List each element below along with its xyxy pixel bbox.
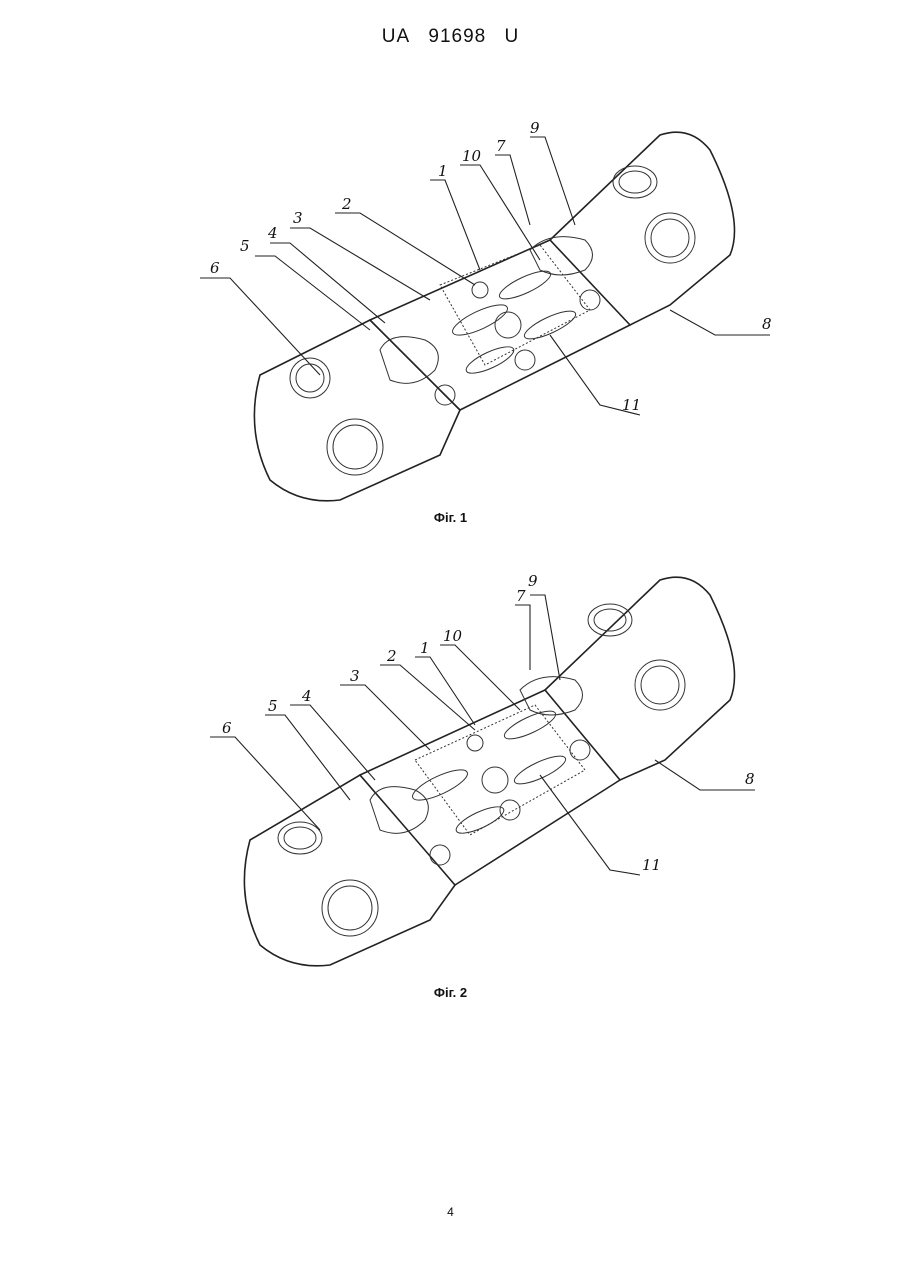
figure-2-svg: 6 5 4 3 2 1 10 7 9 8 11 [190,565,800,975]
fig2-label-8: 8 [745,770,755,788]
fig1-label-1: 1 [438,162,448,180]
header-number: 91698 [428,26,486,47]
fig2-label-7: 7 [516,587,526,605]
fig2-label-9: 9 [528,572,538,590]
fig2-label-3: 3 [350,667,360,685]
fig2-label-2: 2 [386,647,397,665]
header-kind: U [505,26,520,47]
fig2-label-10: 10 [443,627,463,645]
figure-1-svg: 6 5 4 3 2 1 10 7 9 8 11 [190,110,800,510]
fig1-label-9: 9 [530,119,540,137]
fig2-label-11: 11 [642,856,661,874]
document-header: UA 91698 U [0,26,901,48]
fig1-label-7: 7 [496,137,506,155]
figure-2-caption: Фіг. 2 [0,985,901,1000]
fig1-label-10: 10 [462,147,482,165]
fig2-label-4: 4 [301,687,312,705]
fig1-label-6: 6 [210,259,220,277]
fig1-label-8: 8 [762,315,772,333]
fig1-label-5: 5 [240,237,250,255]
fig1-label-3: 3 [293,209,303,227]
figure-1-drawing: 6 5 4 3 2 1 10 7 9 8 11 [190,110,800,510]
page-number: 4 [0,1205,901,1219]
fig1-label-4: 4 [267,224,278,242]
fig1-label-11: 11 [622,396,641,414]
figure-2-drawing: 6 5 4 3 2 1 10 7 9 8 11 [190,565,800,975]
fig2-label-5: 5 [268,697,278,715]
fig2-label-6: 6 [222,719,232,737]
fig2-label-1: 1 [420,639,430,657]
fig1-label-2: 2 [341,195,352,213]
header-country: UA [382,26,410,47]
figure-1-caption: Фіг. 1 [0,510,901,525]
